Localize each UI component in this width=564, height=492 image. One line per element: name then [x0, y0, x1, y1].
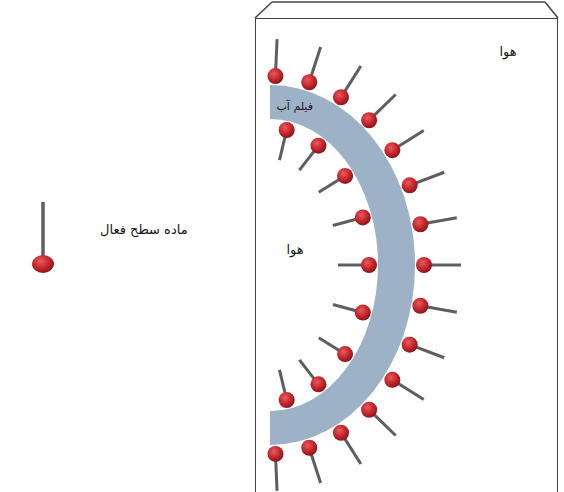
surfactant-molecule — [279, 370, 295, 408]
legend-entry: ماده سطح فعال — [100, 222, 188, 237]
surfactant-molecule — [333, 425, 361, 464]
surfactant-molecule — [402, 172, 445, 193]
air-label: هوا — [287, 242, 304, 257]
surfactant-molecule — [267, 446, 283, 491]
surfactant-molecule — [301, 440, 320, 483]
surfactant-molecule — [402, 337, 445, 358]
container-box: هوا هوا فیلم آب — [255, 18, 558, 492]
text-holder: هوا — [500, 44, 517, 59]
film-label: فیلم آب — [277, 100, 313, 113]
surfactant-molecule — [333, 209, 371, 225]
water-film-band-shape — [270, 85, 415, 445]
surfactant-molecule — [299, 360, 326, 392]
surfactant-molecule — [333, 305, 371, 321]
surfactant-molecule — [384, 372, 423, 400]
surfactant-molecule — [267, 39, 283, 84]
legend-label: ماده سطح فعال — [100, 222, 188, 237]
text-holder: فیلم آب — [277, 100, 313, 113]
surfactant-molecule — [319, 168, 353, 192]
surfactant-molecule — [416, 257, 461, 273]
air-label: هوا — [500, 44, 517, 59]
surfactant-molecule — [338, 257, 377, 273]
surfactant-molecule — [333, 66, 361, 105]
container-roof — [255, 2, 558, 18]
surfactant-molecule — [361, 402, 396, 436]
water-film-band: فیلم آب — [266, 80, 424, 452]
surfactant-molecule — [361, 95, 396, 129]
surfactant-molecules — [267, 39, 461, 491]
legend-surfactant-symbol — [32, 202, 54, 273]
surfactant-molecule — [384, 131, 423, 159]
surfactant-molecule — [319, 338, 353, 362]
surfactant-molecule — [412, 216, 456, 232]
surfactant-molecule — [412, 298, 456, 314]
text-holder: هوا — [287, 242, 304, 257]
surfactant-molecule — [301, 47, 320, 90]
surfactant-molecule — [299, 138, 326, 170]
surfactant-molecule — [279, 122, 295, 160]
water-film-shape — [266, 80, 424, 452]
